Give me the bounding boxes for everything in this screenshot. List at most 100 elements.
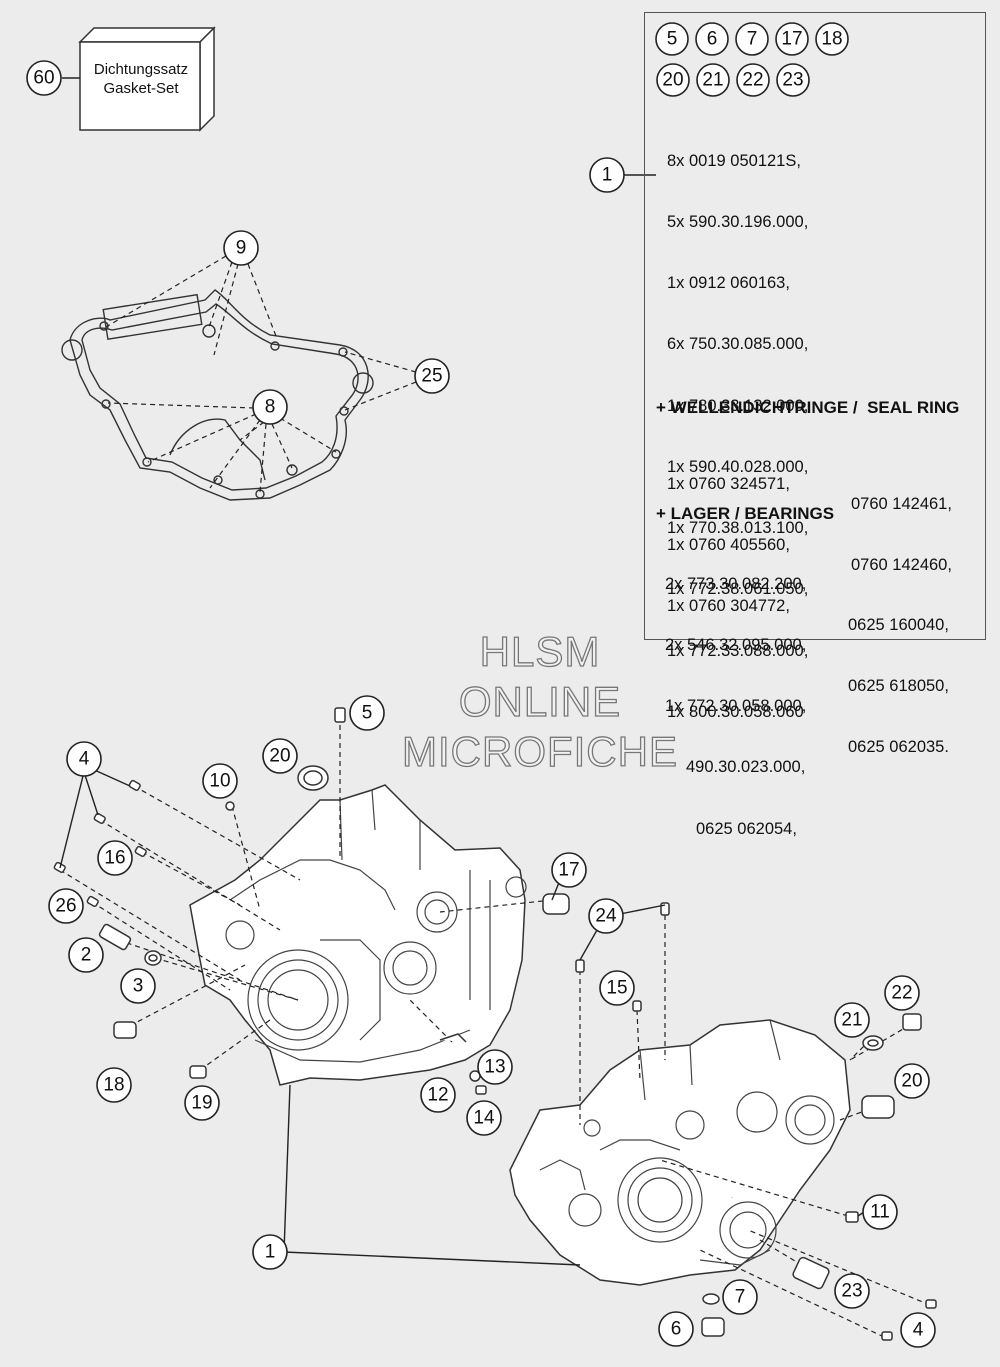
svg-text:20: 20 xyxy=(901,1071,922,1092)
part-number: 1x 770.38.013.100, xyxy=(667,519,809,538)
callout-4-left[interactable]: 4 xyxy=(66,741,102,777)
part-number: 8x 0019 050121S, xyxy=(667,151,801,170)
badge-23[interactable]: 23 xyxy=(776,63,810,97)
part-number: 2x 773.30.082.200, xyxy=(665,574,807,593)
svg-text:13: 13 xyxy=(484,1057,505,1078)
left-half-leaders xyxy=(59,725,553,1071)
part-number: 0625 062035. xyxy=(848,738,949,757)
svg-text:26: 26 xyxy=(55,896,76,917)
callout-11[interactable]: 11 xyxy=(862,1194,898,1230)
svg-text:1: 1 xyxy=(265,1242,276,1263)
callout-8[interactable]: 8 xyxy=(252,389,288,425)
badge-21[interactable]: 21 xyxy=(696,63,730,97)
part-number: 1x 800.30.058.060 xyxy=(667,702,804,721)
callout-14[interactable]: 14 xyxy=(466,1100,502,1136)
part-number: 5x 590.30.196.000, xyxy=(667,213,809,232)
svg-text:20: 20 xyxy=(662,70,683,91)
gasket-set-box xyxy=(78,26,216,132)
callout-21[interactable]: 21 xyxy=(834,1002,870,1038)
callout-19[interactable]: 19 xyxy=(184,1085,220,1121)
callout-2[interactable]: 2 xyxy=(68,937,104,973)
svg-text:·: · xyxy=(730,1194,736,1201)
clutch-cover-gasket xyxy=(61,289,374,501)
svg-text:17: 17 xyxy=(558,860,579,881)
callout-16[interactable]: 16 xyxy=(97,840,133,876)
bearings-list-right: 0625 160040, 0625 618050, 0625 062035. xyxy=(848,574,949,778)
svg-text:2: 2 xyxy=(81,945,92,966)
svg-text:11: 11 xyxy=(870,1202,890,1223)
badge-20[interactable]: 20 xyxy=(656,63,690,97)
part-number: 0760 142461, xyxy=(851,495,952,514)
part-number: 1x 0760 304772, xyxy=(667,597,790,616)
part-number: 0625 160040, xyxy=(848,615,949,634)
callout-20-left[interactable]: 20 xyxy=(262,738,298,774)
callout-26[interactable]: 26 xyxy=(48,888,84,924)
svg-text:16: 16 xyxy=(104,848,125,869)
gasket-set-label-de: Dichtungssatz xyxy=(93,61,189,78)
part-number: 1x 0760 405560, xyxy=(667,536,790,555)
callout-5[interactable]: 5 xyxy=(349,695,385,731)
parts-info-box xyxy=(644,12,986,640)
seal-ring-list-right: 0760 142461, 0760 142460, xyxy=(851,453,952,596)
part-number: 2x 546.32.095.000, xyxy=(665,636,807,655)
svg-text:22: 22 xyxy=(742,70,763,91)
gasket-set-label-en: Gasket-Set xyxy=(103,80,179,97)
callout-24[interactable]: 24 xyxy=(588,898,624,934)
callout-7[interactable]: 7 xyxy=(722,1279,758,1315)
svg-text:20: 20 xyxy=(269,746,290,767)
callout-22[interactable]: 22 xyxy=(884,975,920,1011)
watermark-line1: HLSM xyxy=(479,627,601,675)
bearings-list-left: 2x 773.30.082.200, 2x 546.32.095.000, 1x… xyxy=(665,533,806,860)
callout-25[interactable]: 25 xyxy=(414,358,450,394)
crankcase-left-half xyxy=(189,784,527,1086)
callout-1-bottom[interactable]: 1 xyxy=(252,1234,288,1270)
callout-23[interactable]: 23 xyxy=(834,1273,870,1309)
svg-text:9: 9 xyxy=(236,238,247,259)
badge-6[interactable]: 6 xyxy=(695,22,729,56)
part-number: 0760 142460, xyxy=(851,556,952,575)
callout-13[interactable]: 13 xyxy=(477,1049,513,1085)
svg-text:6: 6 xyxy=(671,1319,682,1340)
svg-text:15: 15 xyxy=(606,978,627,999)
badge-7[interactable]: 7 xyxy=(735,22,769,56)
svg-text:4: 4 xyxy=(913,1320,924,1341)
bearings-header: + LAGER / BEARINGS xyxy=(656,504,835,523)
svg-text:1: 1 xyxy=(602,165,613,186)
badge-5[interactable]: 5 xyxy=(655,22,689,56)
badge-22[interactable]: 22 xyxy=(736,63,770,97)
callout-60[interactable]: 60 xyxy=(26,60,62,96)
small-parts-right xyxy=(575,902,937,1341)
badge-17[interactable]: 17 xyxy=(775,22,809,56)
svg-text:7: 7 xyxy=(735,1287,746,1308)
badge-18[interactable]: 18 xyxy=(815,22,849,56)
svg-text:23: 23 xyxy=(841,1281,862,1302)
part-number: 1x 590.40.028.000, xyxy=(667,457,809,476)
svg-text:21: 21 xyxy=(702,70,723,91)
part-number: 1x 772.30.058.000, xyxy=(665,697,807,716)
part-number: 1x 772.33.088.000, xyxy=(667,641,809,660)
svg-text:25: 25 xyxy=(421,366,442,387)
callout-1-info[interactable]: 1 xyxy=(589,157,625,193)
callout-10[interactable]: 10 xyxy=(202,763,238,799)
callout-15[interactable]: 15 xyxy=(599,970,635,1006)
callout-18[interactable]: 18 xyxy=(96,1067,132,1103)
callout-3[interactable]: 3 xyxy=(120,968,156,1004)
callout-4-right[interactable]: 4 xyxy=(900,1312,936,1348)
svg-text:19: 19 xyxy=(191,1093,212,1114)
callout-20-right[interactable]: 20 xyxy=(894,1063,930,1099)
svg-text:60: 60 xyxy=(33,68,54,89)
part-number: 1x 0760 324571, xyxy=(667,474,790,493)
callout-12[interactable]: 12 xyxy=(420,1077,456,1113)
svg-text:17: 17 xyxy=(781,29,802,50)
svg-text:24: 24 xyxy=(595,906,617,927)
part-number: 6x 750.30.085.000, xyxy=(667,335,809,354)
callout-17[interactable]: 17 xyxy=(551,852,587,888)
part-number: 1x 0912 060163, xyxy=(667,274,790,293)
part-number: 1x 780.33.132.000, xyxy=(667,396,809,415)
callout-6[interactable]: 6 xyxy=(658,1311,694,1347)
seal-ring-header: + WELLENDICHTRINGE / SEAL RING xyxy=(656,398,960,417)
callout-9[interactable]: 9 xyxy=(223,230,259,266)
info-badges: 5 6 7 17 18 20 21 22 23 xyxy=(655,22,849,97)
svg-text:18: 18 xyxy=(103,1075,124,1096)
gasket-set-label: Dichtungssatz Gasket-Set xyxy=(82,60,200,98)
